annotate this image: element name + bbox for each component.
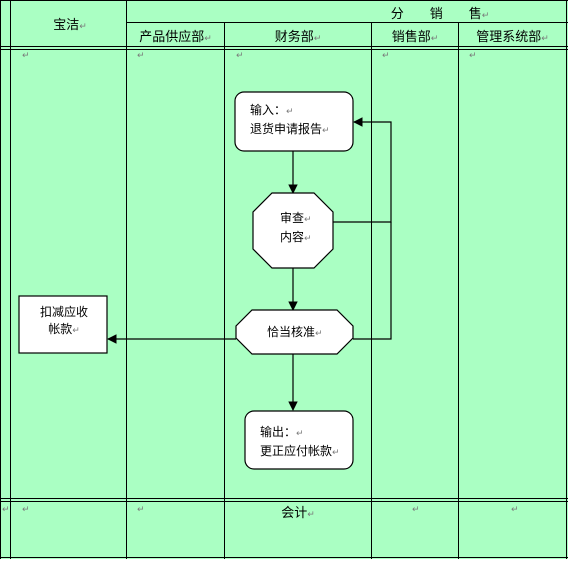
input-node xyxy=(234,91,354,152)
cell-mark: ↵ xyxy=(236,51,244,61)
header-left-title: 宝洁↵ xyxy=(53,18,87,33)
column-header-sales: 销售部↵ xyxy=(391,30,439,45)
deduct-node xyxy=(18,295,108,354)
connectors xyxy=(107,117,392,411)
deduct-node-label: 扣减应收 帐款↵ xyxy=(40,305,89,336)
output-node xyxy=(244,410,354,470)
review-node xyxy=(252,192,334,269)
cell-mark: ↵ xyxy=(511,505,519,515)
approve-node xyxy=(235,309,354,355)
approve-node-label: 恰当核准↵ xyxy=(267,325,323,339)
feedback-loop-approve xyxy=(353,222,392,340)
column-header-finance: 财务部↵ xyxy=(274,30,322,45)
cell-mark: ↵ xyxy=(137,51,145,61)
footer-accounting: 会计↵ xyxy=(281,506,315,521)
cell-mark: ↵ xyxy=(22,51,30,61)
output-node-label: 输出：↵ 更正应付帐款↵ xyxy=(260,425,340,458)
cell-mark: ↵ xyxy=(382,51,390,61)
cell-mark: ↵ xyxy=(2,505,10,515)
header-group-title: 分 销 售↵ xyxy=(390,7,490,22)
cell-mark: ↵ xyxy=(22,505,30,515)
cell-mark: ↵ xyxy=(469,51,477,61)
input-node-label: 输入：↵ 退货申请报告↵ xyxy=(250,103,330,136)
cell-mark: ↵ xyxy=(412,505,420,515)
column-header-supply: 产品供应部↵ xyxy=(139,30,212,45)
cell-mark: ↵ xyxy=(137,505,145,515)
column-header-systems: 管理系统部↵ xyxy=(476,30,549,45)
feedback-loop-review xyxy=(333,117,392,223)
review-node-label: 审查↵ 内容↵ xyxy=(280,211,312,244)
